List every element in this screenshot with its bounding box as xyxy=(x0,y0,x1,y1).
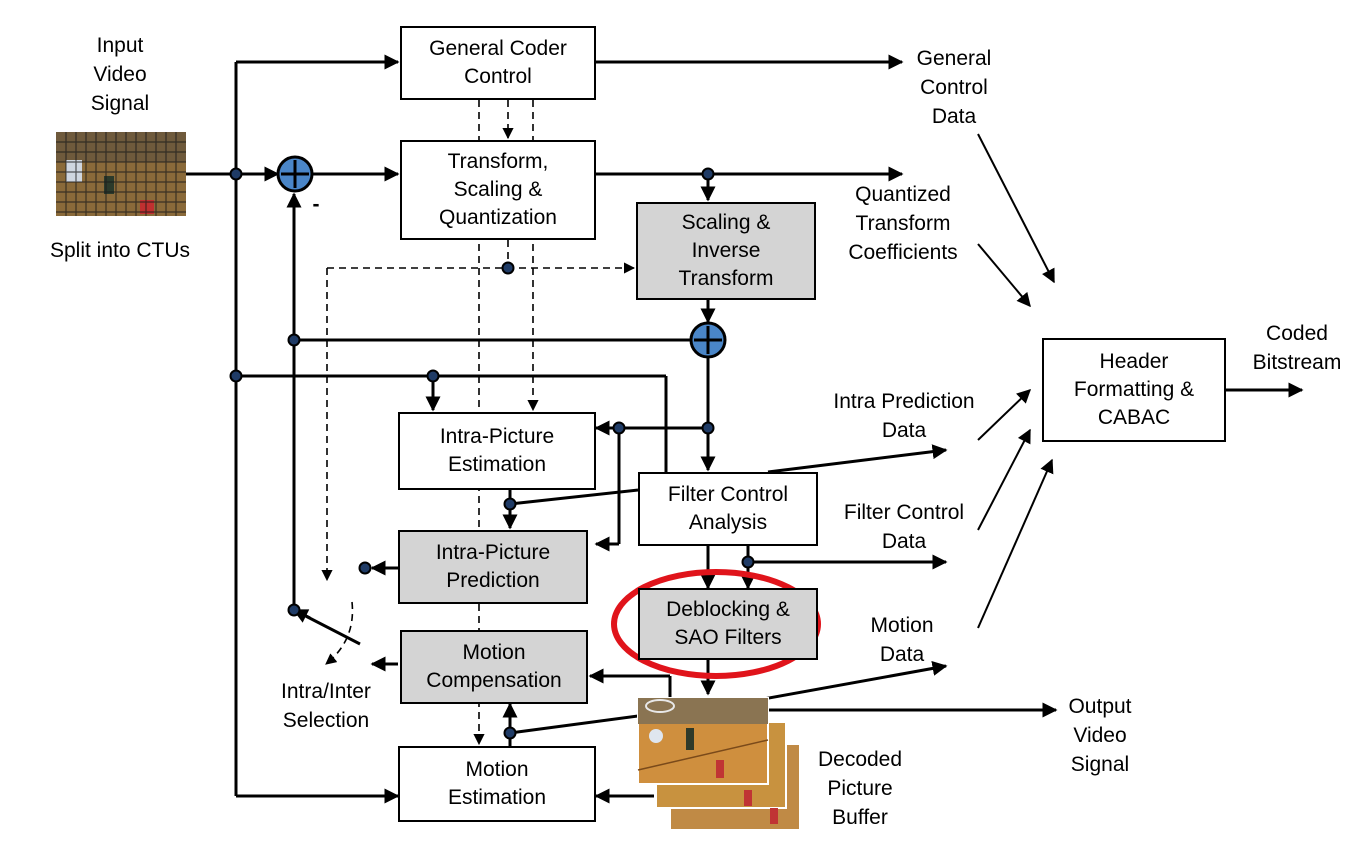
decoded-picture-buffer-label: Decoded Picture Buffer xyxy=(817,748,903,829)
coded-bitstream-label: Coded Bitstream xyxy=(1252,322,1342,374)
transform-scaling-quantization-block: Transform, Scaling & Quantization xyxy=(400,140,596,240)
minus-sign: - xyxy=(312,193,320,216)
filter-control-data-label: Filter Control Data xyxy=(843,501,965,553)
deblocking-sao-filters-block: Deblocking & SAO Filters xyxy=(638,588,818,660)
summing-node-input xyxy=(276,155,314,193)
filter-control-analysis-block: Filter Control Analysis xyxy=(638,472,818,546)
highlight-ellipse xyxy=(611,569,821,679)
general-control-data-label: General Control Data xyxy=(916,47,992,128)
scaling-inverse-transform-block: Scaling & Inverse Transform xyxy=(636,202,816,300)
general-coder-control-block: General Coder Control xyxy=(400,26,596,100)
intra-prediction-data-label: Intra Prediction Data xyxy=(833,390,975,442)
data-arrows xyxy=(977,133,1055,629)
junction-dots xyxy=(229,167,755,740)
motion-estimation-block: Motion Estimation xyxy=(398,746,596,822)
intra-picture-prediction-block: Intra-Picture Prediction xyxy=(398,530,588,604)
intra-inter-selection-label: Intra/Inter Selection xyxy=(281,680,371,732)
quantized-coefficients-label: Quantized Transform Coefficients xyxy=(848,183,958,264)
output-video-label: Output Video Signal xyxy=(1068,695,1132,776)
split-ctus-label: Split into CTUs xyxy=(49,239,191,262)
input-video-label: Input Video Signal xyxy=(90,34,150,115)
motion-data-label: Motion Data xyxy=(870,614,934,666)
intra-picture-estimation-block: Intra-Picture Estimation xyxy=(398,412,596,490)
decoded-picture-buffer-frames xyxy=(637,697,801,831)
summing-node-reconstruction xyxy=(689,321,727,359)
input-video-thumbnail xyxy=(56,132,186,216)
header-formatting-cabac-block: Header Formatting & CABAC xyxy=(1042,338,1226,442)
motion-compensation-block: Motion Compensation xyxy=(400,630,588,704)
